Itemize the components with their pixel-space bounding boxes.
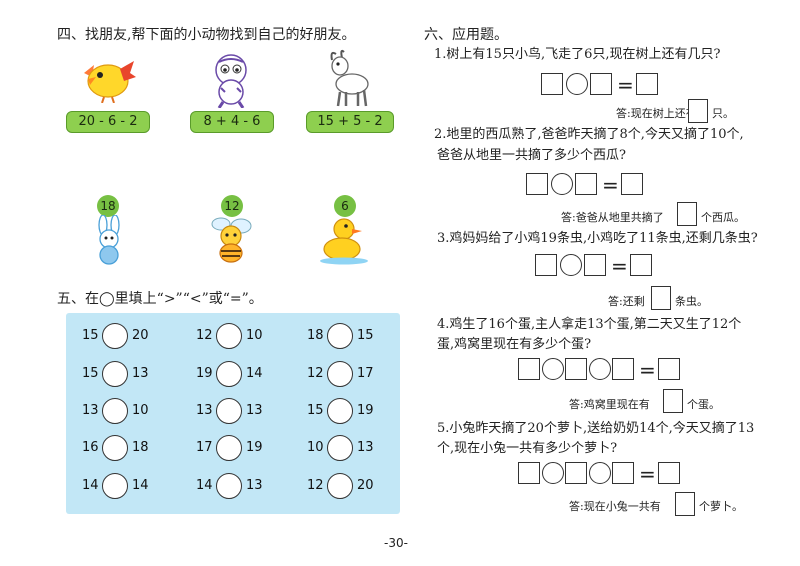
operator-circle[interactable] (566, 73, 588, 95)
answer-box[interactable] (590, 73, 612, 95)
answer-box[interactable] (535, 254, 557, 276)
compare-circle[interactable] (102, 398, 128, 424)
operator-circle[interactable] (551, 173, 573, 195)
answer-1-prefix: 答:现在树上还有 (616, 107, 697, 120)
answer-input[interactable] (675, 492, 695, 516)
answer-box[interactable] (526, 173, 548, 195)
question-3: 3.鸡妈妈给了小鸡19条虫,小鸡吃了11条虫,还剩几条虫? (437, 231, 758, 246)
answer-box[interactable] (636, 73, 658, 95)
compare-circle[interactable] (216, 323, 242, 349)
question-4-line2: 蛋,鸡窝里现在有多少个蛋? (437, 337, 592, 352)
page-number: -30- (384, 536, 408, 550)
question-5-line1: 5.小兔昨天摘了20个萝卜,送给奶奶14个,今天又摘了13 (437, 421, 755, 436)
compare-circle[interactable] (102, 435, 128, 461)
equals-sign: = (611, 254, 628, 278)
answer-box[interactable] (565, 462, 587, 484)
question-2-line1: 2.地里的西瓜熟了,爸爸昨天摘了8个,今天又摘了10个, (434, 127, 744, 142)
compare-circle[interactable] (216, 435, 242, 461)
expression-pill: 15 + 5 - 2 (306, 111, 394, 133)
operator-circle[interactable] (542, 462, 564, 484)
answer-input[interactable] (663, 389, 683, 413)
answer-box[interactable] (518, 358, 540, 380)
compare-circle[interactable] (216, 473, 242, 499)
answer-box[interactable] (565, 358, 587, 380)
answer-box[interactable] (584, 254, 606, 276)
answer-4-prefix: 答:鸡窝里现在有 (569, 398, 650, 411)
duckling-illustration (318, 215, 372, 269)
compare-circle[interactable] (216, 398, 242, 424)
answer-box[interactable] (612, 462, 634, 484)
compare-circle[interactable] (102, 361, 128, 387)
rabbit-illustration (90, 214, 128, 269)
answer-bubble: 6 (334, 195, 356, 217)
operator-circle[interactable] (560, 254, 582, 276)
compare-circle[interactable] (327, 435, 353, 461)
answer-bubble: 18 (97, 195, 119, 217)
answer-box[interactable] (518, 462, 540, 484)
answer-box[interactable] (658, 358, 680, 380)
section5-title: 五、在◯里填上“>”“<”或“=”。 (57, 291, 263, 307)
compare-circle[interactable] (327, 398, 353, 424)
section6-title: 六、应用题。 (424, 27, 508, 43)
equals-sign: = (617, 73, 634, 97)
question-1: 1.树上有15只小鸟,飞走了6只,现在树上还有几只? (434, 47, 721, 62)
answer-input[interactable] (651, 286, 671, 310)
section4-title: 四、找朋友,帮下面的小动物找到自己的好朋友。 (57, 27, 356, 43)
answer-box[interactable] (658, 462, 680, 484)
answer-4-suffix: 个蛋。 (687, 398, 720, 411)
answer-bubble: 12 (221, 195, 243, 217)
answer-5-suffix: 个萝卜。 (699, 500, 743, 513)
compare-circle[interactable] (216, 361, 242, 387)
answer-3-prefix: 答:还剩 (608, 295, 645, 308)
compare-circle[interactable] (102, 323, 128, 349)
question-2-line2: 爸爸从地里一共摘了多少个西瓜? (437, 148, 626, 163)
operator-circle[interactable] (589, 462, 611, 484)
answer-box[interactable] (541, 73, 563, 95)
answer-3-suffix: 条虫。 (675, 295, 708, 308)
answer-box[interactable] (575, 173, 597, 195)
bee-illustration (207, 214, 257, 268)
answer-input[interactable] (688, 99, 708, 123)
goat-illustration (322, 48, 372, 112)
compare-circle[interactable] (327, 361, 353, 387)
operator-circle[interactable] (589, 358, 611, 380)
equals-sign: = (639, 462, 656, 486)
question-4-line1: 4.鸡生了16个蛋,主人拿走13个蛋,第二天又生了12个 (437, 317, 742, 332)
equals-sign: = (639, 358, 656, 382)
answer-box[interactable] (621, 173, 643, 195)
tiger-illustration (205, 52, 257, 112)
operator-circle[interactable] (542, 358, 564, 380)
answer-2-prefix: 答:爸爸从地里共摘了 (561, 211, 664, 224)
answer-box[interactable] (630, 254, 652, 276)
answer-2-suffix: 个西瓜。 (701, 211, 745, 224)
answer-1-suffix: 只。 (712, 107, 734, 120)
expression-pill: 8 + 4 - 6 (190, 111, 274, 133)
question-5-line2: 个,现在小兔一共有多少个萝卜? (437, 441, 618, 456)
compare-circle[interactable] (102, 473, 128, 499)
expression-pill: 20 - 6 - 2 (66, 111, 150, 133)
answer-5-prefix: 答:现在小兔一共有 (569, 500, 661, 513)
answer-input[interactable] (677, 202, 697, 226)
chick-illustration (80, 55, 136, 107)
compare-circle[interactable] (327, 323, 353, 349)
answer-box[interactable] (612, 358, 634, 380)
equals-sign: = (602, 173, 619, 197)
compare-circle[interactable] (327, 473, 353, 499)
